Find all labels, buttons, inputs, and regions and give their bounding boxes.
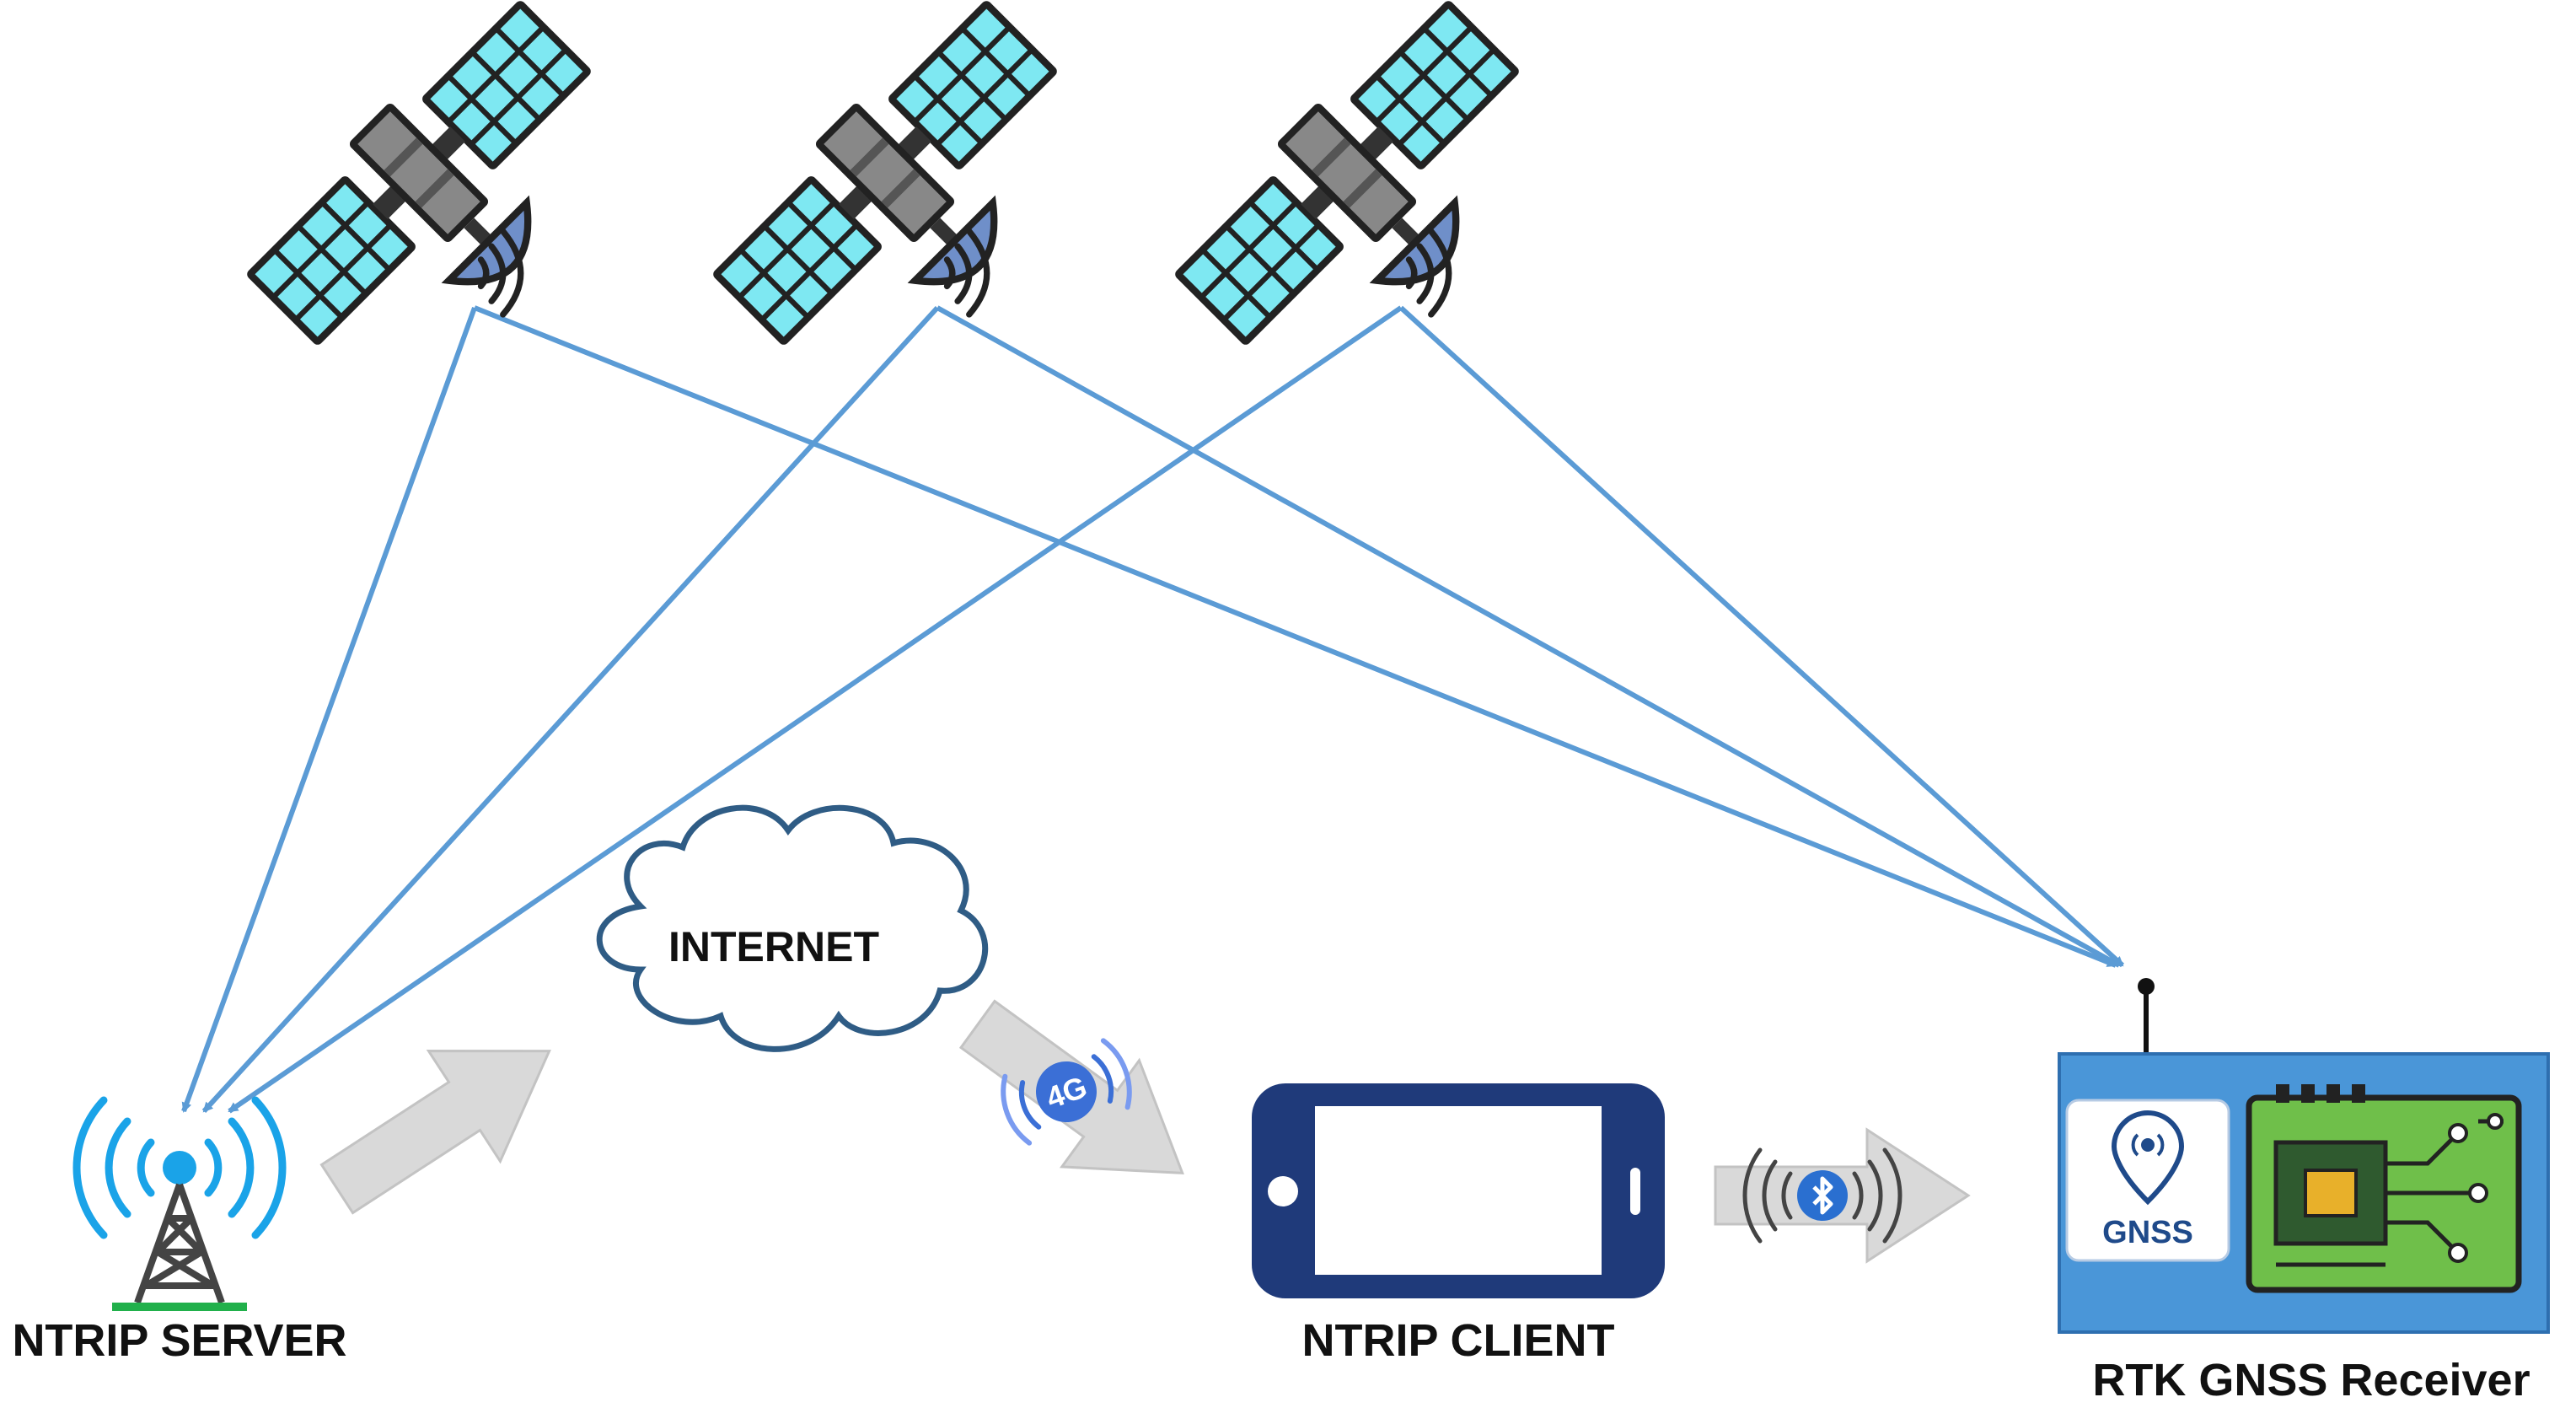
signal-sat3-to-server xyxy=(228,305,1403,1114)
smartphone-icon xyxy=(1252,1083,1665,1298)
mobile-4g-icon: 4G xyxy=(1001,1038,1132,1146)
rtk-gnss-receiver: GNSS xyxy=(2058,1052,2550,1334)
gnss-badge-label: GNSS xyxy=(2102,1215,2193,1250)
satellite-icon xyxy=(1159,0,1578,405)
signal-sat3-to-receiver xyxy=(1398,305,2125,968)
ntrip-client-label: NTRIP CLIENT xyxy=(1301,1315,1614,1366)
bluetooth-icon xyxy=(1742,1147,1902,1244)
circuit-board-icon xyxy=(2246,1084,2522,1293)
satellite-icon xyxy=(231,0,650,405)
internet-label: INTERNET xyxy=(668,923,879,970)
signal-sat1-to-server xyxy=(181,306,477,1113)
signal-sat2-to-receiver xyxy=(936,305,2121,968)
satellite-signal-lines xyxy=(181,305,2125,1114)
radio-tower-icon xyxy=(72,1096,287,1311)
rtk-gnss-receiver-label: RTK GNSS Receiver xyxy=(2092,1355,2530,1405)
signal-sat1-to-receiver xyxy=(473,305,2117,968)
ntrip-server-label: NTRIP SERVER xyxy=(12,1315,346,1366)
gnss-pin-icon: GNSS xyxy=(2065,1099,2230,1262)
signal-sat2-to-server xyxy=(201,305,940,1114)
cloud-icon xyxy=(596,804,988,1052)
antenna-icon xyxy=(2138,978,2155,1054)
